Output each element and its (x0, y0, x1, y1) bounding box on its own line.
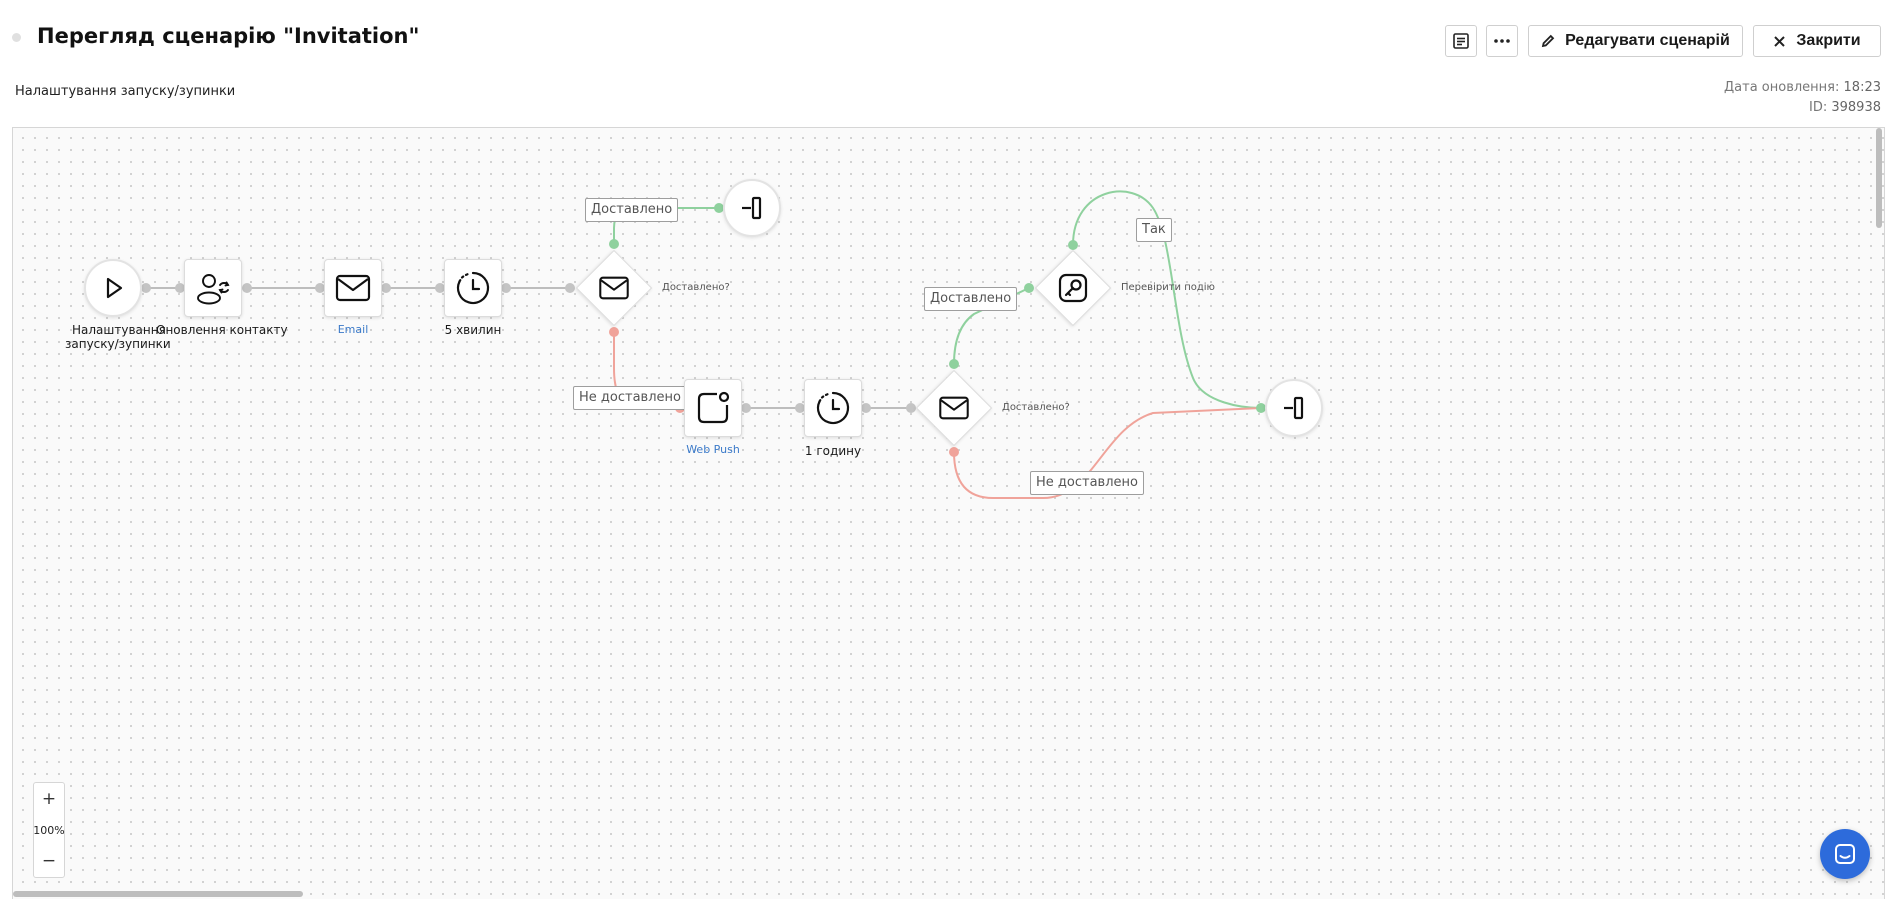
wait-1h-label: 1 годину (804, 444, 862, 458)
edge-not-delivered-2 (953, 407, 1262, 499)
start-node-label: Налаштування запуску/зупинки (65, 323, 171, 351)
edge-yes (1072, 190, 1262, 409)
edge-label-not-delivered-1: Не доставлено (573, 386, 687, 410)
exit-2-node[interactable] (1265, 379, 1323, 437)
scenario-id: ID: 398938 (1808, 100, 1881, 115)
close-button[interactable]: Закрити (1753, 25, 1881, 57)
play-icon (106, 277, 123, 299)
exit-icon (1284, 396, 1304, 420)
zoom-level: 100% (33, 823, 65, 837)
updated-date: Дата оновлення: 18:23 (1724, 80, 1881, 95)
chat-widget-button[interactable] (1820, 829, 1870, 879)
flow-canvas[interactable]: Налаштування запуску/зупинки Оновлення к… (12, 127, 1885, 899)
more-options-button[interactable] (1486, 25, 1518, 57)
exit-icon (742, 196, 762, 220)
notes-icon (1453, 33, 1469, 49)
flow-connections (141, 190, 1266, 499)
start-node[interactable] (84, 259, 142, 317)
more-dots-icon (1494, 39, 1510, 43)
webpush-node-label[interactable]: Web Push (686, 443, 740, 456)
zoom-out-button[interactable]: − (41, 851, 57, 871)
edge-label-not-delivered-2: Не доставлено (1030, 471, 1144, 495)
chat-icon (1835, 844, 1855, 864)
close-icon (1774, 35, 1786, 47)
timer-icon (456, 271, 490, 305)
page-header: Перегляд сценарію "Invitation" Налаштува… (0, 0, 1897, 120)
check-delivered-2-label: Доставлено? (1002, 402, 1070, 413)
edge-label-delivered-2: Доставлено (924, 287, 1018, 311)
check-event-label: Перевірити подію (1121, 282, 1215, 293)
webpush-node[interactable] (684, 379, 742, 437)
mail-icon (335, 274, 371, 302)
zoom-controls: + 100% − (33, 782, 65, 878)
contact-update-label: Оновлення контакту (156, 323, 288, 337)
web-push-icon (697, 391, 730, 424)
zoom-in-button[interactable]: + (41, 789, 57, 809)
edge-label-delivered-1: Доставлено (585, 198, 679, 222)
ports (141, 203, 1266, 457)
contact-sync-icon (197, 274, 230, 305)
scenario-meta: Дата оновлення: 18:23 ID: 398938 (1724, 78, 1881, 118)
edit-scenario-button[interactable]: Редагувати сценарій (1528, 25, 1743, 57)
email-node[interactable] (324, 259, 382, 317)
exit-1-node[interactable] (723, 179, 781, 237)
contact-update-node[interactable] (184, 259, 242, 317)
wait-5min-node[interactable] (444, 259, 502, 317)
close-label: Закрити (1796, 32, 1861, 49)
page-title: Перегляд сценарію "Invitation" (37, 24, 420, 48)
wait-5min-label: 5 хвилин (444, 323, 502, 337)
horizontal-scrollbar[interactable] (13, 891, 303, 897)
timer-icon (816, 391, 850, 425)
email-node-label[interactable]: Email (337, 323, 369, 336)
edge-delivered-2 (953, 287, 1030, 365)
vertical-scrollbar[interactable] (1876, 128, 1882, 228)
scenario-subtitle: Налаштування запуску/зупинки (15, 84, 236, 99)
status-dot (12, 33, 21, 42)
edit-scenario-label: Редагувати сценарій (1565, 32, 1730, 49)
notes-button[interactable] (1445, 25, 1477, 57)
edge-label-yes: Так (1136, 218, 1172, 242)
wait-1h-node[interactable] (804, 379, 862, 437)
pencil-icon (1541, 34, 1555, 48)
check-delivered-1-label: Доставлено? (662, 282, 730, 293)
